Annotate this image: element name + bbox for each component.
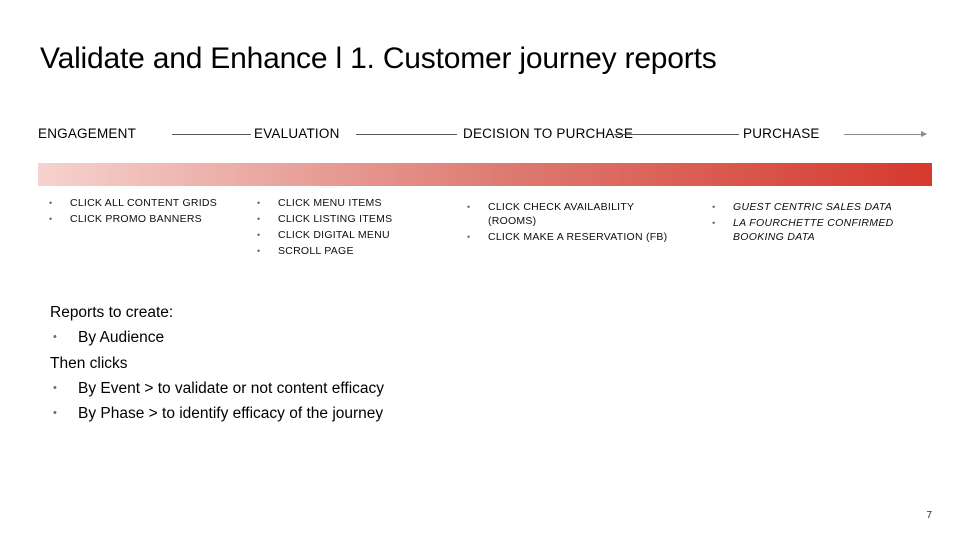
phase-connector-3	[614, 134, 739, 135]
journey-phase-strip: ENGAGEMENT EVALUATION DECISION TO PURCHA…	[38, 124, 932, 144]
list-item: SCROLL PAGE	[246, 244, 446, 258]
journey-column-purchase: GUEST CENTRIC SALES DATA LA FOURCHETTE C…	[701, 200, 916, 246]
journey-direction-arrow-icon	[844, 131, 927, 137]
list-item: GUEST CENTRIC SALES DATA	[701, 200, 916, 214]
phase-label-decision-to-purchase: DECISION TO PURCHASE	[463, 126, 634, 141]
list-item: CLICK DIGITAL MENU	[246, 228, 446, 242]
phase-connector-1	[172, 134, 251, 135]
reports-bullet-by-audience: By Audience	[50, 326, 470, 349]
reports-subheading-then-clicks: Then clicks	[50, 355, 128, 372]
list-item: LA FOURCHETTE CONFIRMED BOOKING DATA	[701, 216, 916, 244]
phase-label-engagement: ENGAGEMENT	[38, 126, 137, 141]
page-title: Validate and Enhance l 1. Customer journ…	[40, 42, 717, 75]
reports-heading: Reports to create:	[50, 304, 174, 321]
page-number: 7	[926, 510, 932, 521]
reports-bullet-by-event: By Event > to validate or not content ef…	[50, 377, 470, 400]
list-item: CLICK PROMO BANNERS	[38, 212, 253, 226]
list-item: CLICK LISTING ITEMS	[246, 212, 446, 226]
journey-detail-columns: CLICK ALL CONTENT GRIDS CLICK PROMO BANN…	[38, 196, 938, 276]
list-item: CLICK MENU ITEMS	[246, 196, 446, 210]
reports-to-create-block: Reports to create: By Audience Then clic…	[50, 300, 470, 427]
list-item: CLICK MAKE A RESERVATION (FB)	[456, 230, 671, 244]
list-item: CLICK ALL CONTENT GRIDS	[38, 196, 253, 210]
phase-label-evaluation: EVALUATION	[254, 126, 340, 141]
journey-gradient-bar	[38, 163, 932, 186]
list-item: CLICK CHECK AVAILABILITY (ROOMS)	[456, 200, 671, 228]
journey-column-decision-to-purchase: CLICK CHECK AVAILABILITY (ROOMS) CLICK M…	[456, 200, 671, 246]
journey-column-evaluation: CLICK MENU ITEMS CLICK LISTING ITEMS CLI…	[246, 196, 446, 260]
phase-label-purchase: PURCHASE	[743, 126, 820, 141]
phase-connector-2	[356, 134, 457, 135]
journey-column-engagement: CLICK ALL CONTENT GRIDS CLICK PROMO BANN…	[38, 196, 253, 228]
reports-bullet-by-phase: By Phase > to identify efficacy of the j…	[50, 402, 470, 425]
